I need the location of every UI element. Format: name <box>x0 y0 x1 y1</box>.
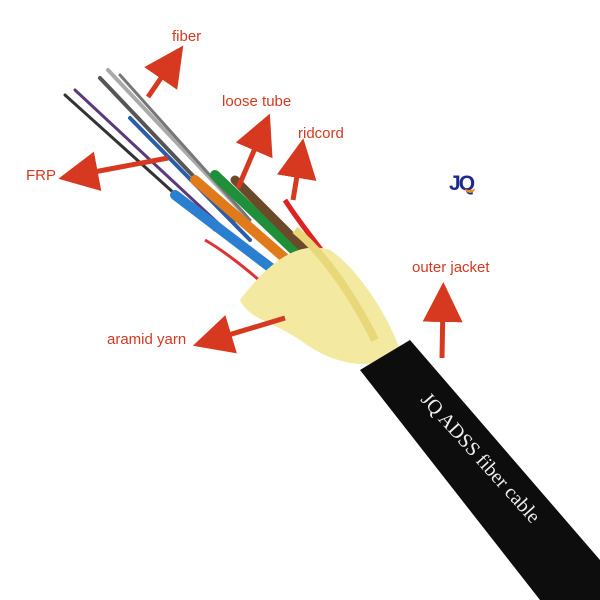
label-frp: FRP <box>26 167 56 184</box>
label-aramid-yarn: aramid yarn <box>107 331 187 348</box>
aramid-yarn <box>240 247 400 364</box>
fiber-arrow <box>144 45 184 99</box>
outer-jacket-arrow <box>422 282 463 359</box>
arrows <box>58 45 463 359</box>
label-ridcord: ridcord <box>298 125 344 142</box>
ridcord-arrow <box>276 138 317 201</box>
label-loose-tube: loose tube <box>222 93 292 110</box>
label-fiber: fiber <box>172 28 202 45</box>
frp-arrow <box>58 151 169 191</box>
label-outer-jacket: outer jacket <box>412 259 490 276</box>
aramid-yarn-arrow <box>192 315 286 354</box>
fiber-strands <box>63 68 252 242</box>
loose-tube-arrow <box>235 113 273 189</box>
brand-logo: JQ <box>449 172 475 195</box>
outer-jacket-shape <box>360 340 600 600</box>
